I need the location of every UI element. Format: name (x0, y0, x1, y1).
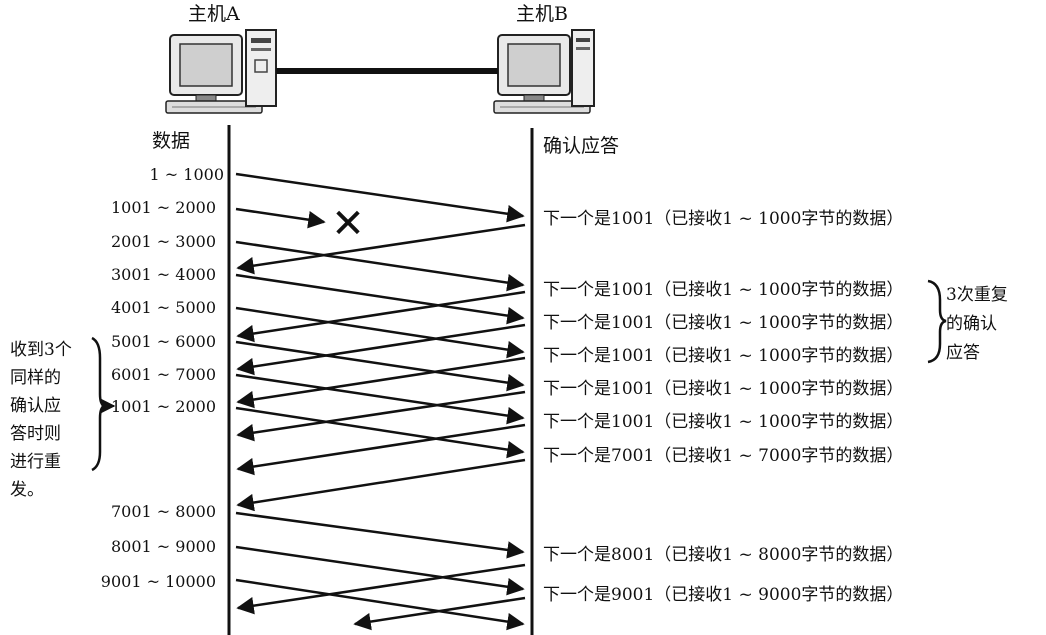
data-arrow (235, 545, 525, 596)
dup-ack-note: 3次重复 的确认 应答 (946, 285, 1008, 363)
segment-label: 7001 ~ 8000 (111, 502, 216, 521)
host-b-computer-icon (493, 29, 595, 114)
ack-label: 下一个是1001（已接收1 ~ 1000字节的数据） (543, 313, 903, 333)
ack-arrow (236, 323, 526, 376)
ack-column-header: 确认应答 (543, 135, 619, 157)
resend-note-line: 进行重 (10, 452, 61, 472)
ack-arrow (353, 596, 526, 631)
ack-label: 下一个是8001（已接收1 ~ 8000字节的数据） (543, 545, 903, 565)
resend-brace (91, 336, 107, 472)
segment-label: 6001 ~ 7000 (111, 365, 216, 384)
segment-label: 4001 ~ 5000 (111, 298, 216, 317)
segment-labels: 1 ~ 1000 1001 ~ 2000 2001 ~ 3000 3001 ~ … (101, 165, 224, 591)
segment-label: 5001 ~ 6000 (111, 332, 216, 351)
data-arrow (235, 373, 525, 425)
resend-note: 收到3个 同样的 确认应 答时则 进行重 发。 (10, 340, 72, 500)
resend-note-line: 收到3个 (10, 340, 72, 360)
resend-note-line: 答时则 (10, 424, 61, 444)
resend-note-line: 同样的 (10, 368, 61, 388)
data-arrow (235, 306, 525, 359)
segment-label: 2001 ~ 3000 (111, 232, 216, 251)
ack-label: 下一个是1001（已接收1 ~ 1000字节的数据） (543, 412, 903, 432)
segment-label: 1001 ~ 2000 (111, 198, 216, 217)
data-arrow (235, 578, 525, 631)
data-arrow (235, 340, 525, 392)
data-arrow (235, 240, 525, 292)
ack-arrow (236, 290, 526, 343)
retransmit-arrow (235, 406, 525, 459)
host-a-label: 主机A (188, 3, 240, 25)
ack-arrows (236, 223, 526, 631)
dup-ack-note-line: 的确认 (946, 314, 997, 334)
host-a-computer-icon (165, 29, 277, 114)
ack-arrow (236, 563, 526, 615)
segment-label: 3001 ~ 4000 (111, 265, 216, 284)
segment-label: 9001 ~ 10000 (101, 572, 216, 591)
ack-arrow (236, 458, 526, 512)
segment-label: 1001 ~ 2000 (111, 397, 216, 416)
resend-note-line: 发。 (10, 480, 44, 500)
ack-label: 下一个是1001（已接收1 ~ 1000字节的数据） (543, 346, 903, 366)
ack-arrow (236, 390, 526, 442)
ack-label: 下一个是7001（已接收1 ~ 7000字节的数据） (543, 446, 903, 466)
ack-label: 下一个是1001（已接收1 ~ 1000字节的数据） (543, 209, 903, 229)
ack-arrow (236, 356, 526, 409)
dup-ack-note-line: 3次重复 (946, 285, 1008, 305)
ack-labels: 下一个是1001（已接收1 ~ 1000字节的数据） 下一个是1001（已接收1… (543, 209, 903, 605)
segment-label: 1 ~ 1000 (150, 165, 224, 184)
dup-ack-note-line: 应答 (946, 343, 980, 363)
ack-label: 下一个是9001（已接收1 ~ 9000字节的数据） (543, 585, 903, 605)
data-arrow (235, 273, 525, 325)
host-b-label: 主机B (516, 3, 568, 25)
data-column-header: 数据 (152, 130, 190, 152)
dup-ack-brace (927, 279, 947, 364)
ack-arrow (236, 423, 526, 476)
resend-note-line: 确认应 (10, 396, 61, 416)
segment-label: 8001 ~ 9000 (111, 537, 216, 556)
data-arrows (235, 172, 525, 631)
ack-label: 下一个是1001（已接收1 ~ 1000字节的数据） (543, 379, 903, 399)
ack-label: 下一个是1001（已接收1 ~ 1000字节的数据） (543, 280, 903, 300)
lost-packet-x-icon: ✕ (331, 201, 365, 247)
data-arrow (235, 172, 525, 223)
ack-arrow (236, 223, 526, 275)
data-arrow (235, 511, 525, 559)
lost-data-arrow (235, 207, 326, 229)
